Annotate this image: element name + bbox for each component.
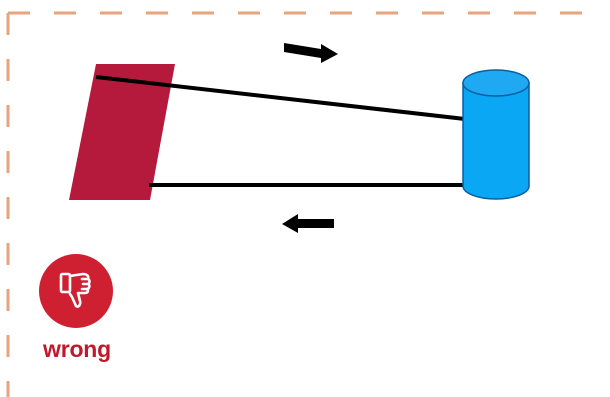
verdict-badge	[39, 254, 113, 328]
pulley-cylinder	[462, 69, 530, 200]
arrow-right-icon	[284, 43, 338, 63]
arrow-left-icon	[282, 214, 334, 233]
verdict-label: wrong	[43, 336, 111, 362]
thumbs-down-icon	[59, 272, 91, 308]
upper-belt-line	[95, 75, 466, 121]
drive-plate	[69, 64, 175, 200]
